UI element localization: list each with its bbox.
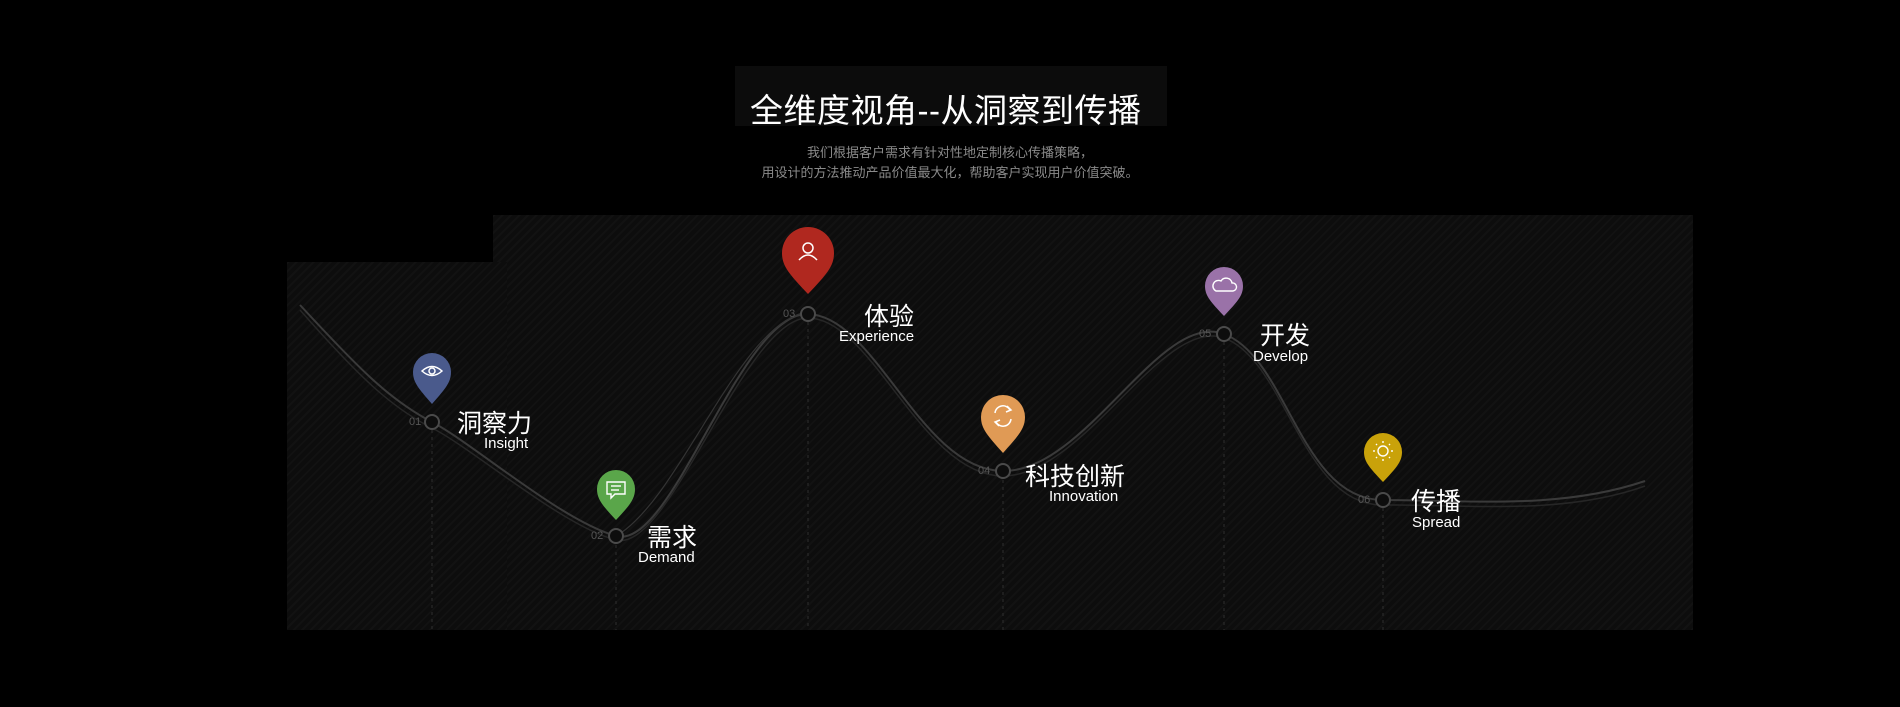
- step-number: 02: [591, 530, 604, 542]
- node-circles: [424, 306, 1391, 544]
- step-sublabel-insight: Insight: [484, 435, 529, 452]
- cloud-icon: [1212, 277, 1238, 292]
- eye-icon: [420, 365, 444, 377]
- step-sublabel-develop: Develop: [1253, 348, 1309, 365]
- diagram-panel-left: [287, 262, 507, 630]
- guide-lines: [431, 322, 1384, 630]
- pin-innovation: [981, 395, 1025, 453]
- step-sublabel-innovation: Innovation: [1049, 488, 1119, 505]
- description-line-2: 用设计的方法推动产品价值最大化，帮助客户实现用户价值突破。: [761, 165, 1139, 180]
- pin-insight: [413, 353, 451, 404]
- step-label-spread: 传播: [1411, 488, 1462, 516]
- step-number: 03: [783, 308, 796, 320]
- step-label-develop: 开发: [1260, 322, 1311, 350]
- step-label-demand: 需求: [647, 524, 698, 552]
- step-label-experience: 体验: [864, 303, 915, 331]
- refresh-icon: [993, 405, 1013, 427]
- diagram-panel: [493, 215, 1693, 630]
- message-icon: [606, 481, 626, 500]
- pin-spread: [1364, 433, 1402, 482]
- pin-demand: [597, 469, 635, 520]
- step-label-insight: 洞察力: [457, 410, 533, 438]
- flow-curves: [299, 304, 1646, 542]
- step-sublabel-demand: Demand: [638, 549, 695, 566]
- step-number: 04: [978, 465, 991, 477]
- step-sublabel-experience: Experience: [839, 328, 915, 345]
- page-title: 全维度视角--从洞察到传播: [750, 92, 1142, 129]
- description-line-1: 我们根据客户需求有针对性地定制核心传播策略，: [806, 145, 1093, 160]
- user-icon: [798, 242, 818, 261]
- step-number: 01: [409, 416, 422, 428]
- title-background: [735, 66, 1167, 126]
- step-number: 06: [1358, 494, 1371, 506]
- pin-develop: [1204, 266, 1243, 316]
- step-label-innovation: 科技创新: [1025, 463, 1126, 491]
- step-sublabel-spread: Spread: [1412, 514, 1461, 531]
- step-number: 05: [1199, 328, 1212, 340]
- sun-icon: [1373, 441, 1393, 461]
- pin-experience: [782, 227, 834, 294]
